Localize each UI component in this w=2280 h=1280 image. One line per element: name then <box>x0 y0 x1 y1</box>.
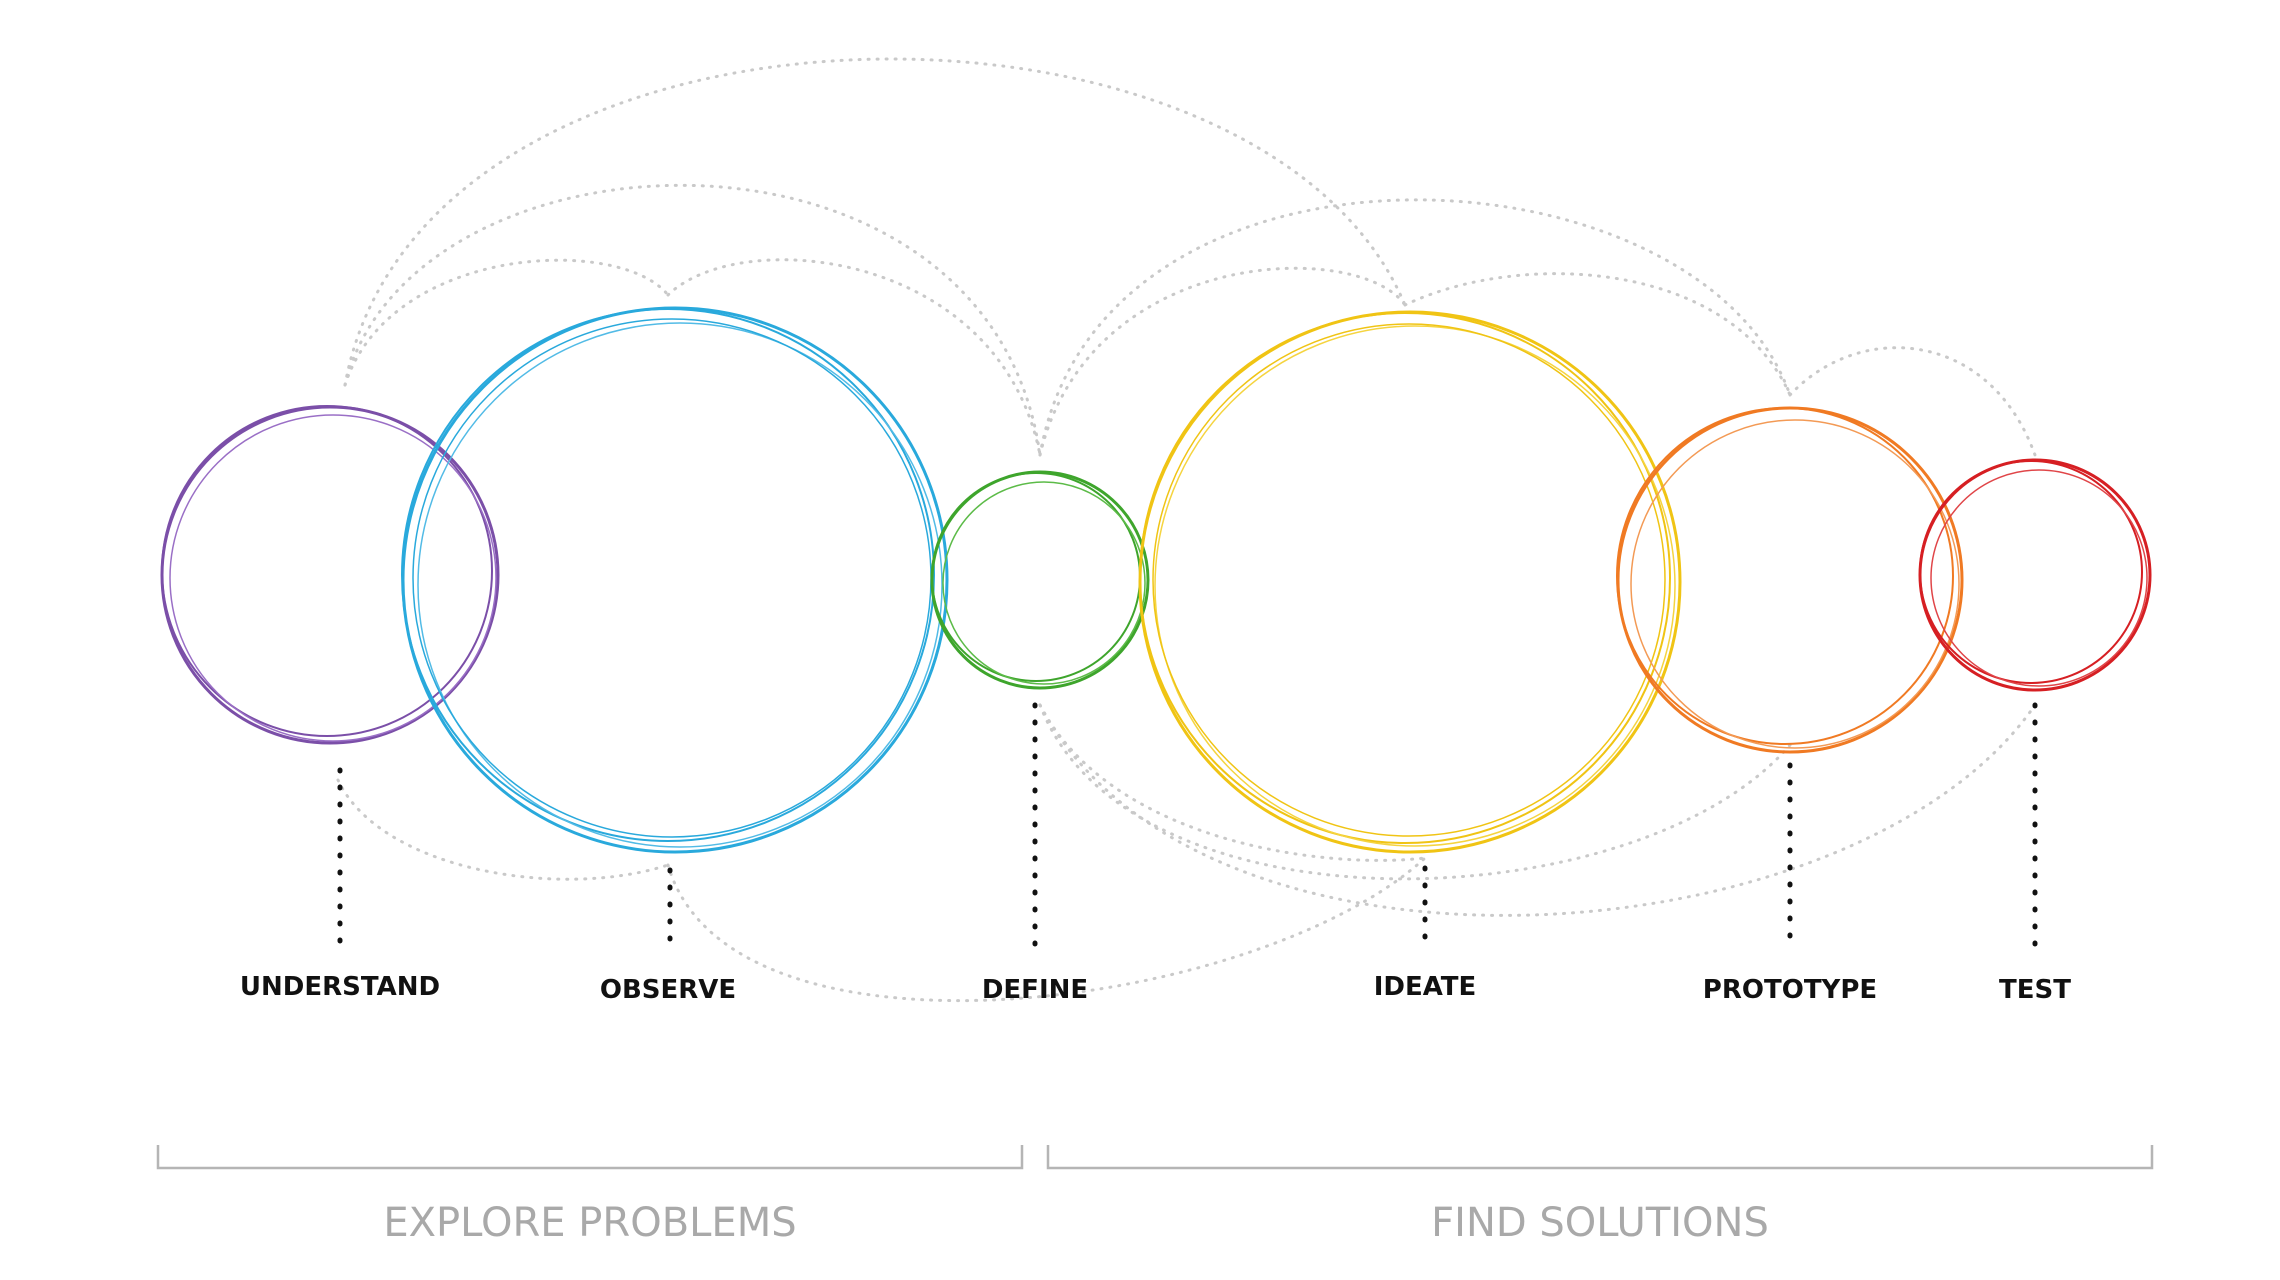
stage-label-understand: UNDERSTAND <box>240 972 440 1002</box>
arc-define-ideate-bottom <box>1038 703 1427 862</box>
solutions-bracket <box>1046 1145 2154 1170</box>
stage-label-test: TEST <box>1999 975 2071 1005</box>
define-ring <box>930 470 1150 690</box>
phase-label-solutions: FIND SOLUTIONS <box>1431 1200 1769 1246</box>
stage-label-prototype: PROTOTYPE <box>1703 975 1877 1005</box>
explore-bracket <box>156 1145 1024 1170</box>
stage-label-define: DEFINE <box>982 975 1088 1005</box>
stage-label-ideate: IDEATE <box>1374 972 1477 1002</box>
arc-ideate-prototype-top <box>1403 272 1792 397</box>
phase-brackets: EXPLORE PROBLEMS FIND SOLUTIONS <box>156 1145 2154 1246</box>
stage-rings <box>160 306 2152 854</box>
arc-understand-ideate-top <box>343 57 1407 387</box>
stage-labels: UNDERSTAND OBSERVE DEFINE IDEATE PROTOTY… <box>240 972 2071 1005</box>
arc-define-prototype-top <box>1038 198 1792 457</box>
arc-observe-define-top <box>666 258 1042 457</box>
observe-ring <box>401 306 949 854</box>
label-connectors <box>337 702 2038 953</box>
arc-understand-define-top <box>343 183 1042 457</box>
arc-observe-ideate-bottom <box>666 856 1427 1003</box>
understand-ring <box>160 405 500 745</box>
phase-label-explore: EXPLORE PROBLEMS <box>383 1200 796 1246</box>
test-ring <box>1918 458 2152 692</box>
arc-understand-observe-bottom <box>336 778 670 881</box>
arc-define-prototype-bottom <box>1038 703 1792 881</box>
connection-arcs <box>336 57 2037 1003</box>
arc-define-ideate-top <box>1038 266 1407 457</box>
ideate-ring <box>1138 310 1682 854</box>
stage-label-observe: OBSERVE <box>600 975 736 1005</box>
arc-prototype-test-top <box>1788 346 2037 457</box>
prototype-ring <box>1616 406 1964 754</box>
